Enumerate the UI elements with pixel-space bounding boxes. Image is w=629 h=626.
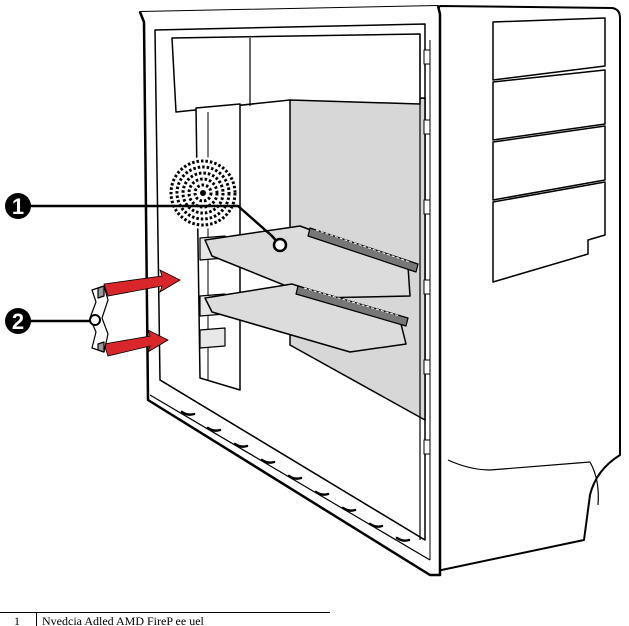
sli-bridge bbox=[90, 286, 108, 352]
callout-1-target-dot bbox=[274, 239, 286, 251]
callout-2-badge: 2 bbox=[5, 308, 31, 334]
legend-row-number: 1 bbox=[14, 614, 20, 626]
callout-2-number: 2 bbox=[12, 309, 24, 334]
legend-table: 1 Nvedcia Adled AMD FireP ee uel bbox=[0, 612, 330, 626]
vent-grille-icon bbox=[167, 157, 239, 229]
legend-row-description: Nvedcia Adled AMD FireP ee uel bbox=[42, 614, 204, 626]
legend-divider bbox=[36, 613, 37, 626]
case-front-panel bbox=[432, 6, 620, 572]
callout-1-badge: 1 bbox=[5, 193, 31, 219]
callout-1-number: 1 bbox=[12, 194, 24, 219]
